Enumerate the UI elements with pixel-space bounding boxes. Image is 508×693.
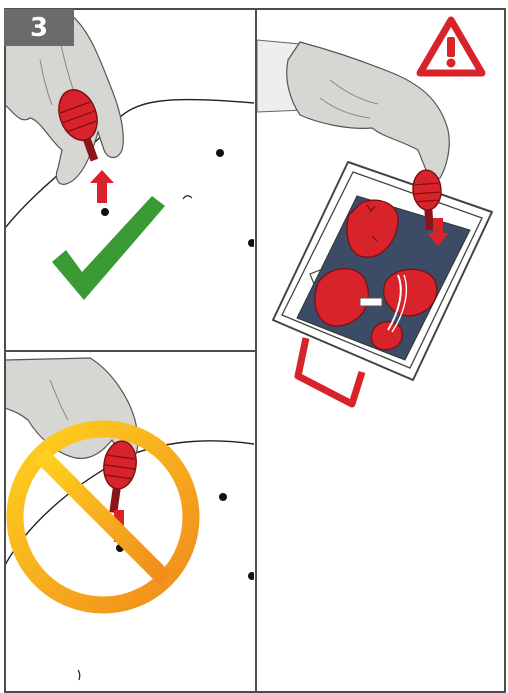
panel-disposal [257, 20, 492, 404]
sample-tray [273, 162, 492, 404]
arrow-up-icon [90, 170, 114, 203]
step-number-badge: 3 [4, 9, 74, 46]
skin-dot [248, 239, 256, 247]
warning-icon [420, 20, 482, 73]
skin-dot [219, 493, 227, 501]
skin-dot [101, 208, 109, 216]
step-number: 3 [30, 13, 48, 43]
skin-dot [216, 149, 224, 157]
panel-incorrect [5, 358, 256, 680]
plug [97, 439, 139, 515]
panel-correct [5, 14, 256, 300]
skin-dot [248, 572, 256, 580]
